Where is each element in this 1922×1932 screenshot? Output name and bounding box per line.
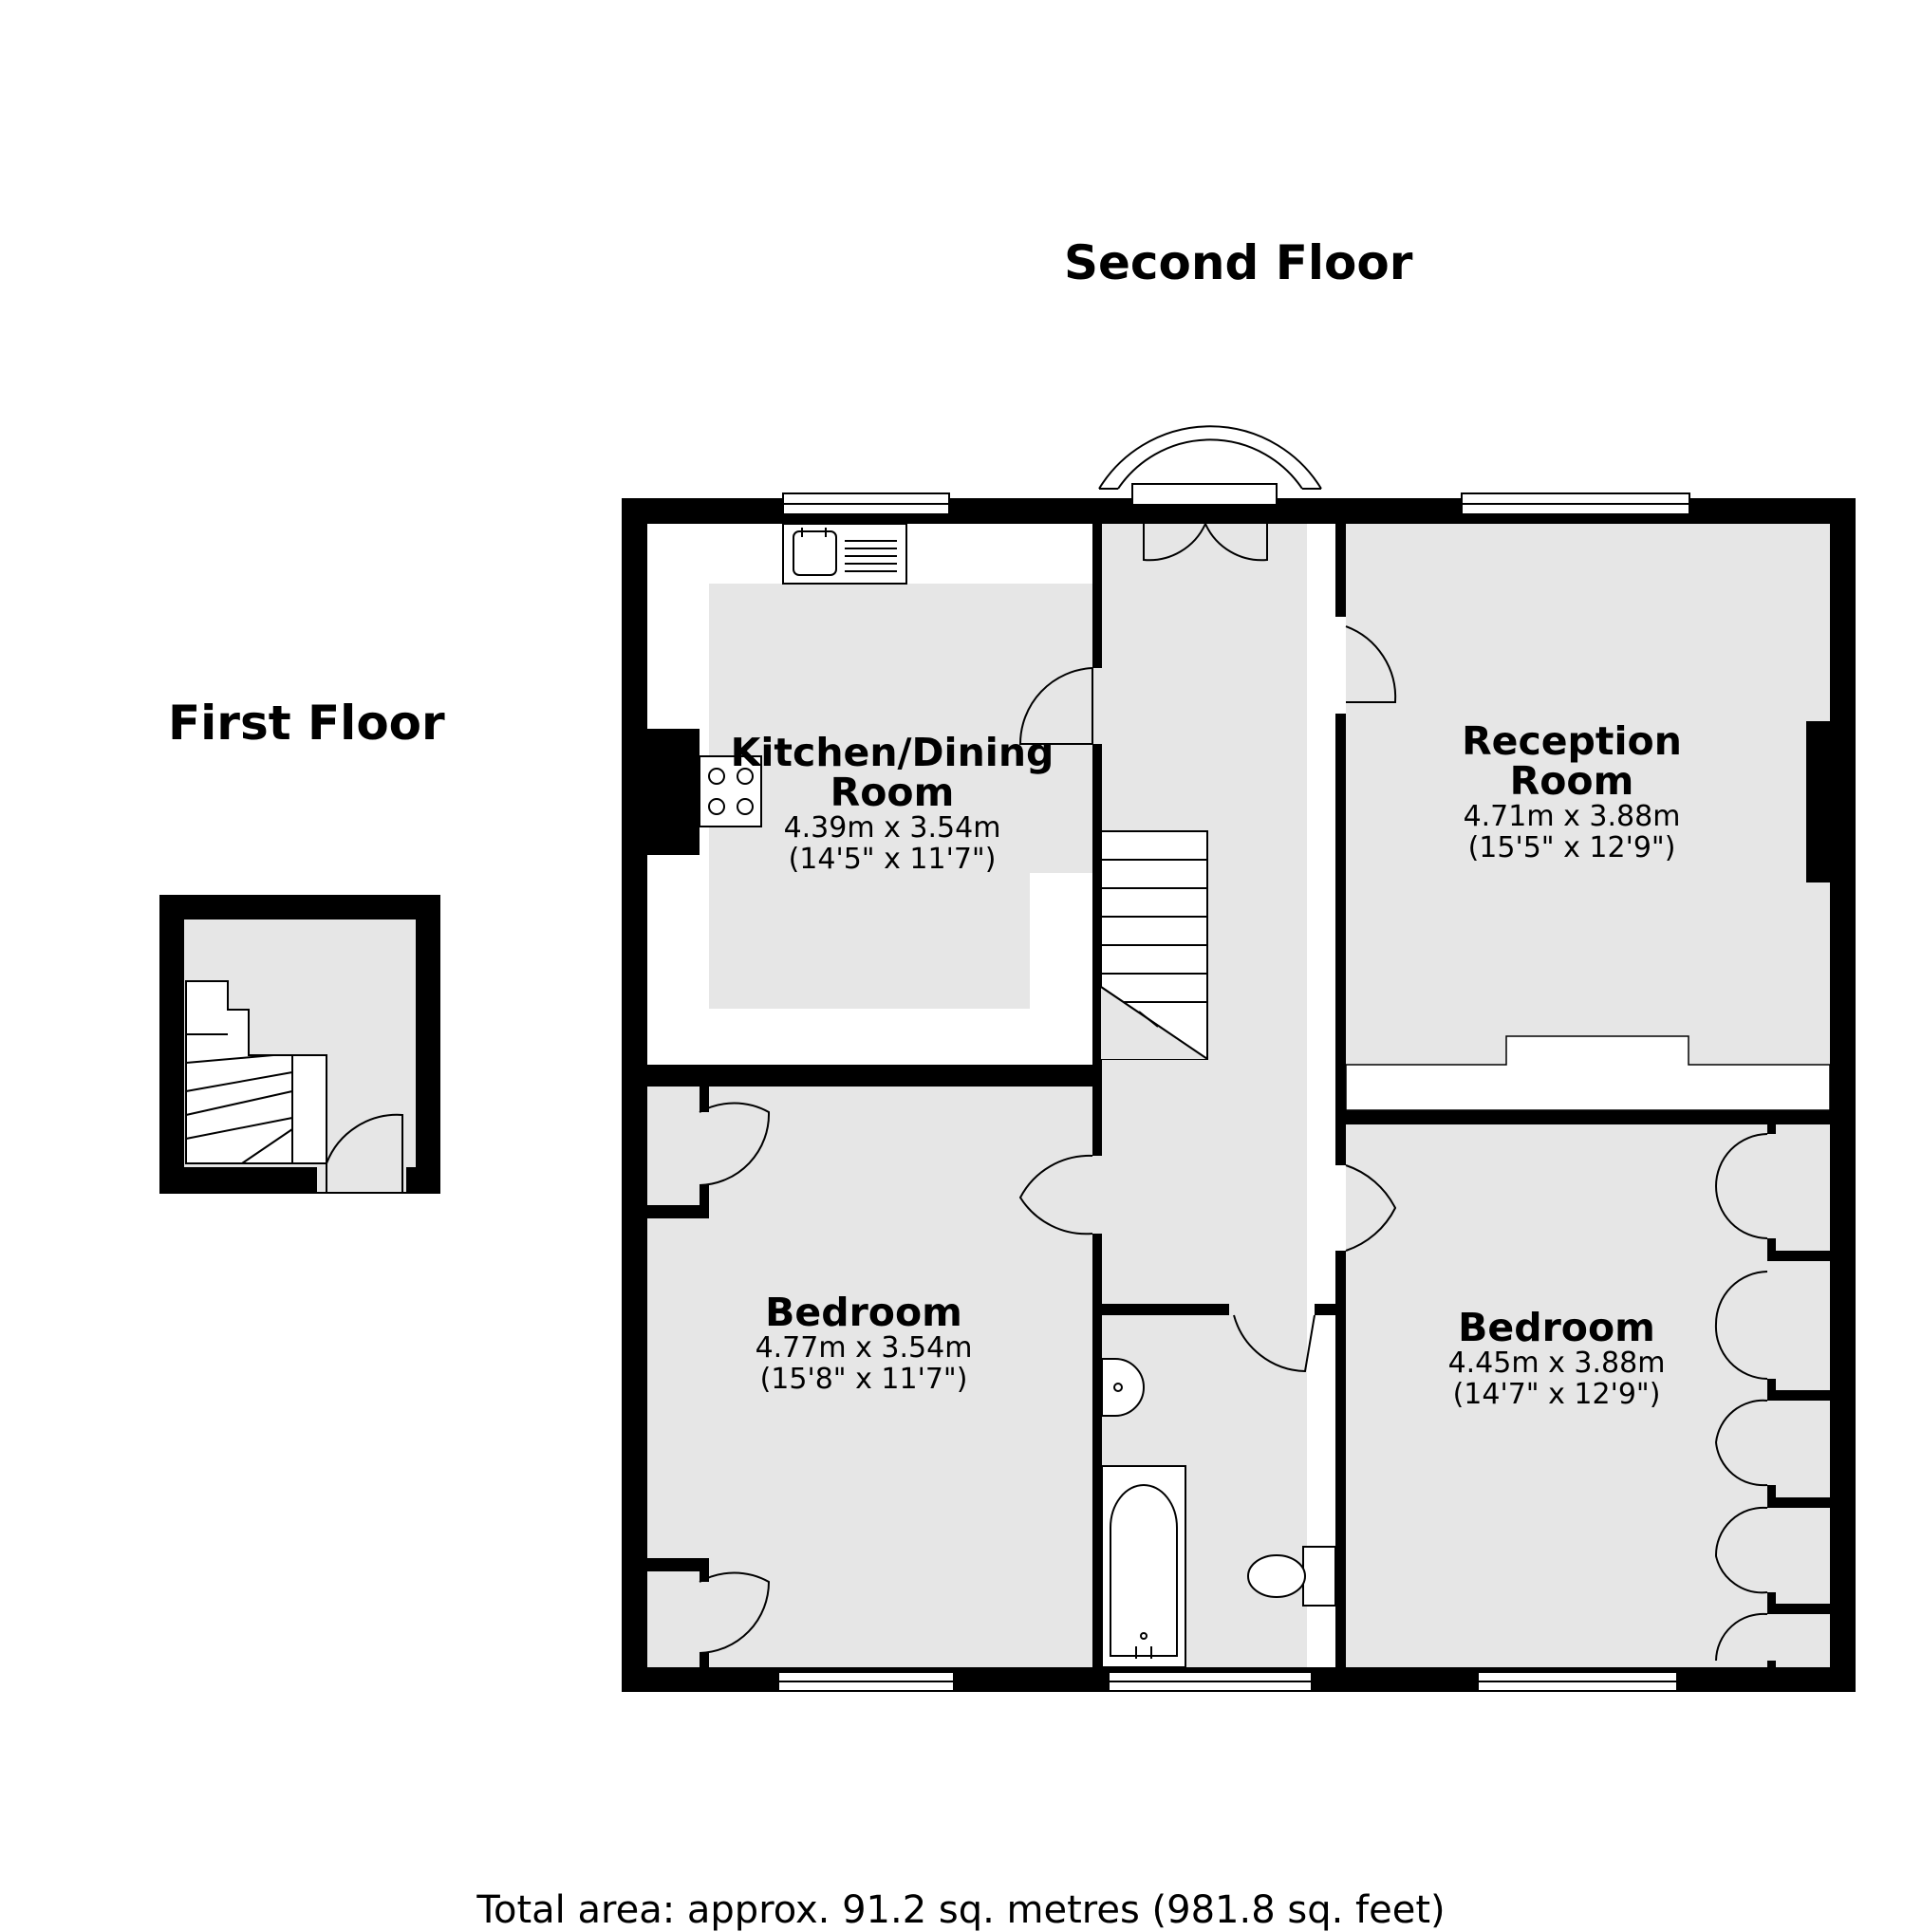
total-area-text: Total area: approx. 91.2 sq. metres (981…: [476, 1888, 1446, 1932]
room-name: Kitchen/Dining: [730, 730, 1054, 775]
room-name: Bedroom: [1458, 1305, 1655, 1350]
kitchen-fixtures: [699, 523, 907, 827]
room-name: Room: [830, 770, 955, 815]
room-dimensions-metric: 4.77m x 3.54m: [755, 1331, 973, 1365]
first-floor-plan: [159, 895, 440, 1194]
reception-room-label: Reception Room 4.71m x 3.88m (15'5" x 12…: [1382, 721, 1762, 864]
bedroom-left-label: Bedroom 4.77m x 3.54m (15'8" x 11'7"): [674, 1292, 1054, 1395]
room-dimensions-metric: 4.71m x 3.88m: [1463, 800, 1681, 833]
bathroom-fixtures: [1101, 1358, 1336, 1668]
room-name: Bedroom: [765, 1290, 962, 1335]
room-dimensions-imperial: (14'7" x 12'9"): [1452, 1378, 1661, 1411]
bedroom-right-label: Bedroom 4.45m x 3.88m (14'7" x 12'9"): [1367, 1308, 1746, 1410]
room-name: Reception: [1462, 718, 1682, 764]
room-dimensions-imperial: (15'8" x 11'7"): [759, 1363, 968, 1396]
first-floor-title: First Floor: [168, 696, 445, 751]
room-dimensions-imperial: (14'5" x 11'7"): [788, 843, 997, 876]
windows: [777, 492, 1690, 1692]
room-name: Room: [1509, 758, 1634, 804]
second-floor-title: Second Floor: [1064, 235, 1413, 290]
kitchen-dining-label: Kitchen/Dining Room 4.39m x 3.54m (14'5"…: [702, 733, 1082, 875]
room-dimensions-imperial: (15'5" x 12'9"): [1467, 831, 1676, 864]
floor-areas: [647, 524, 1830, 1667]
bay-window: [1098, 425, 1322, 506]
staircase: [1100, 830, 1208, 1060]
room-dimensions-metric: 4.45m x 3.88m: [1447, 1347, 1666, 1380]
doors: [699, 523, 1768, 1662]
internal-walls: [647, 524, 1830, 1667]
room-dimensions-metric: 4.39m x 3.54m: [783, 811, 1001, 845]
second-floor-plan: [622, 425, 1856, 1692]
